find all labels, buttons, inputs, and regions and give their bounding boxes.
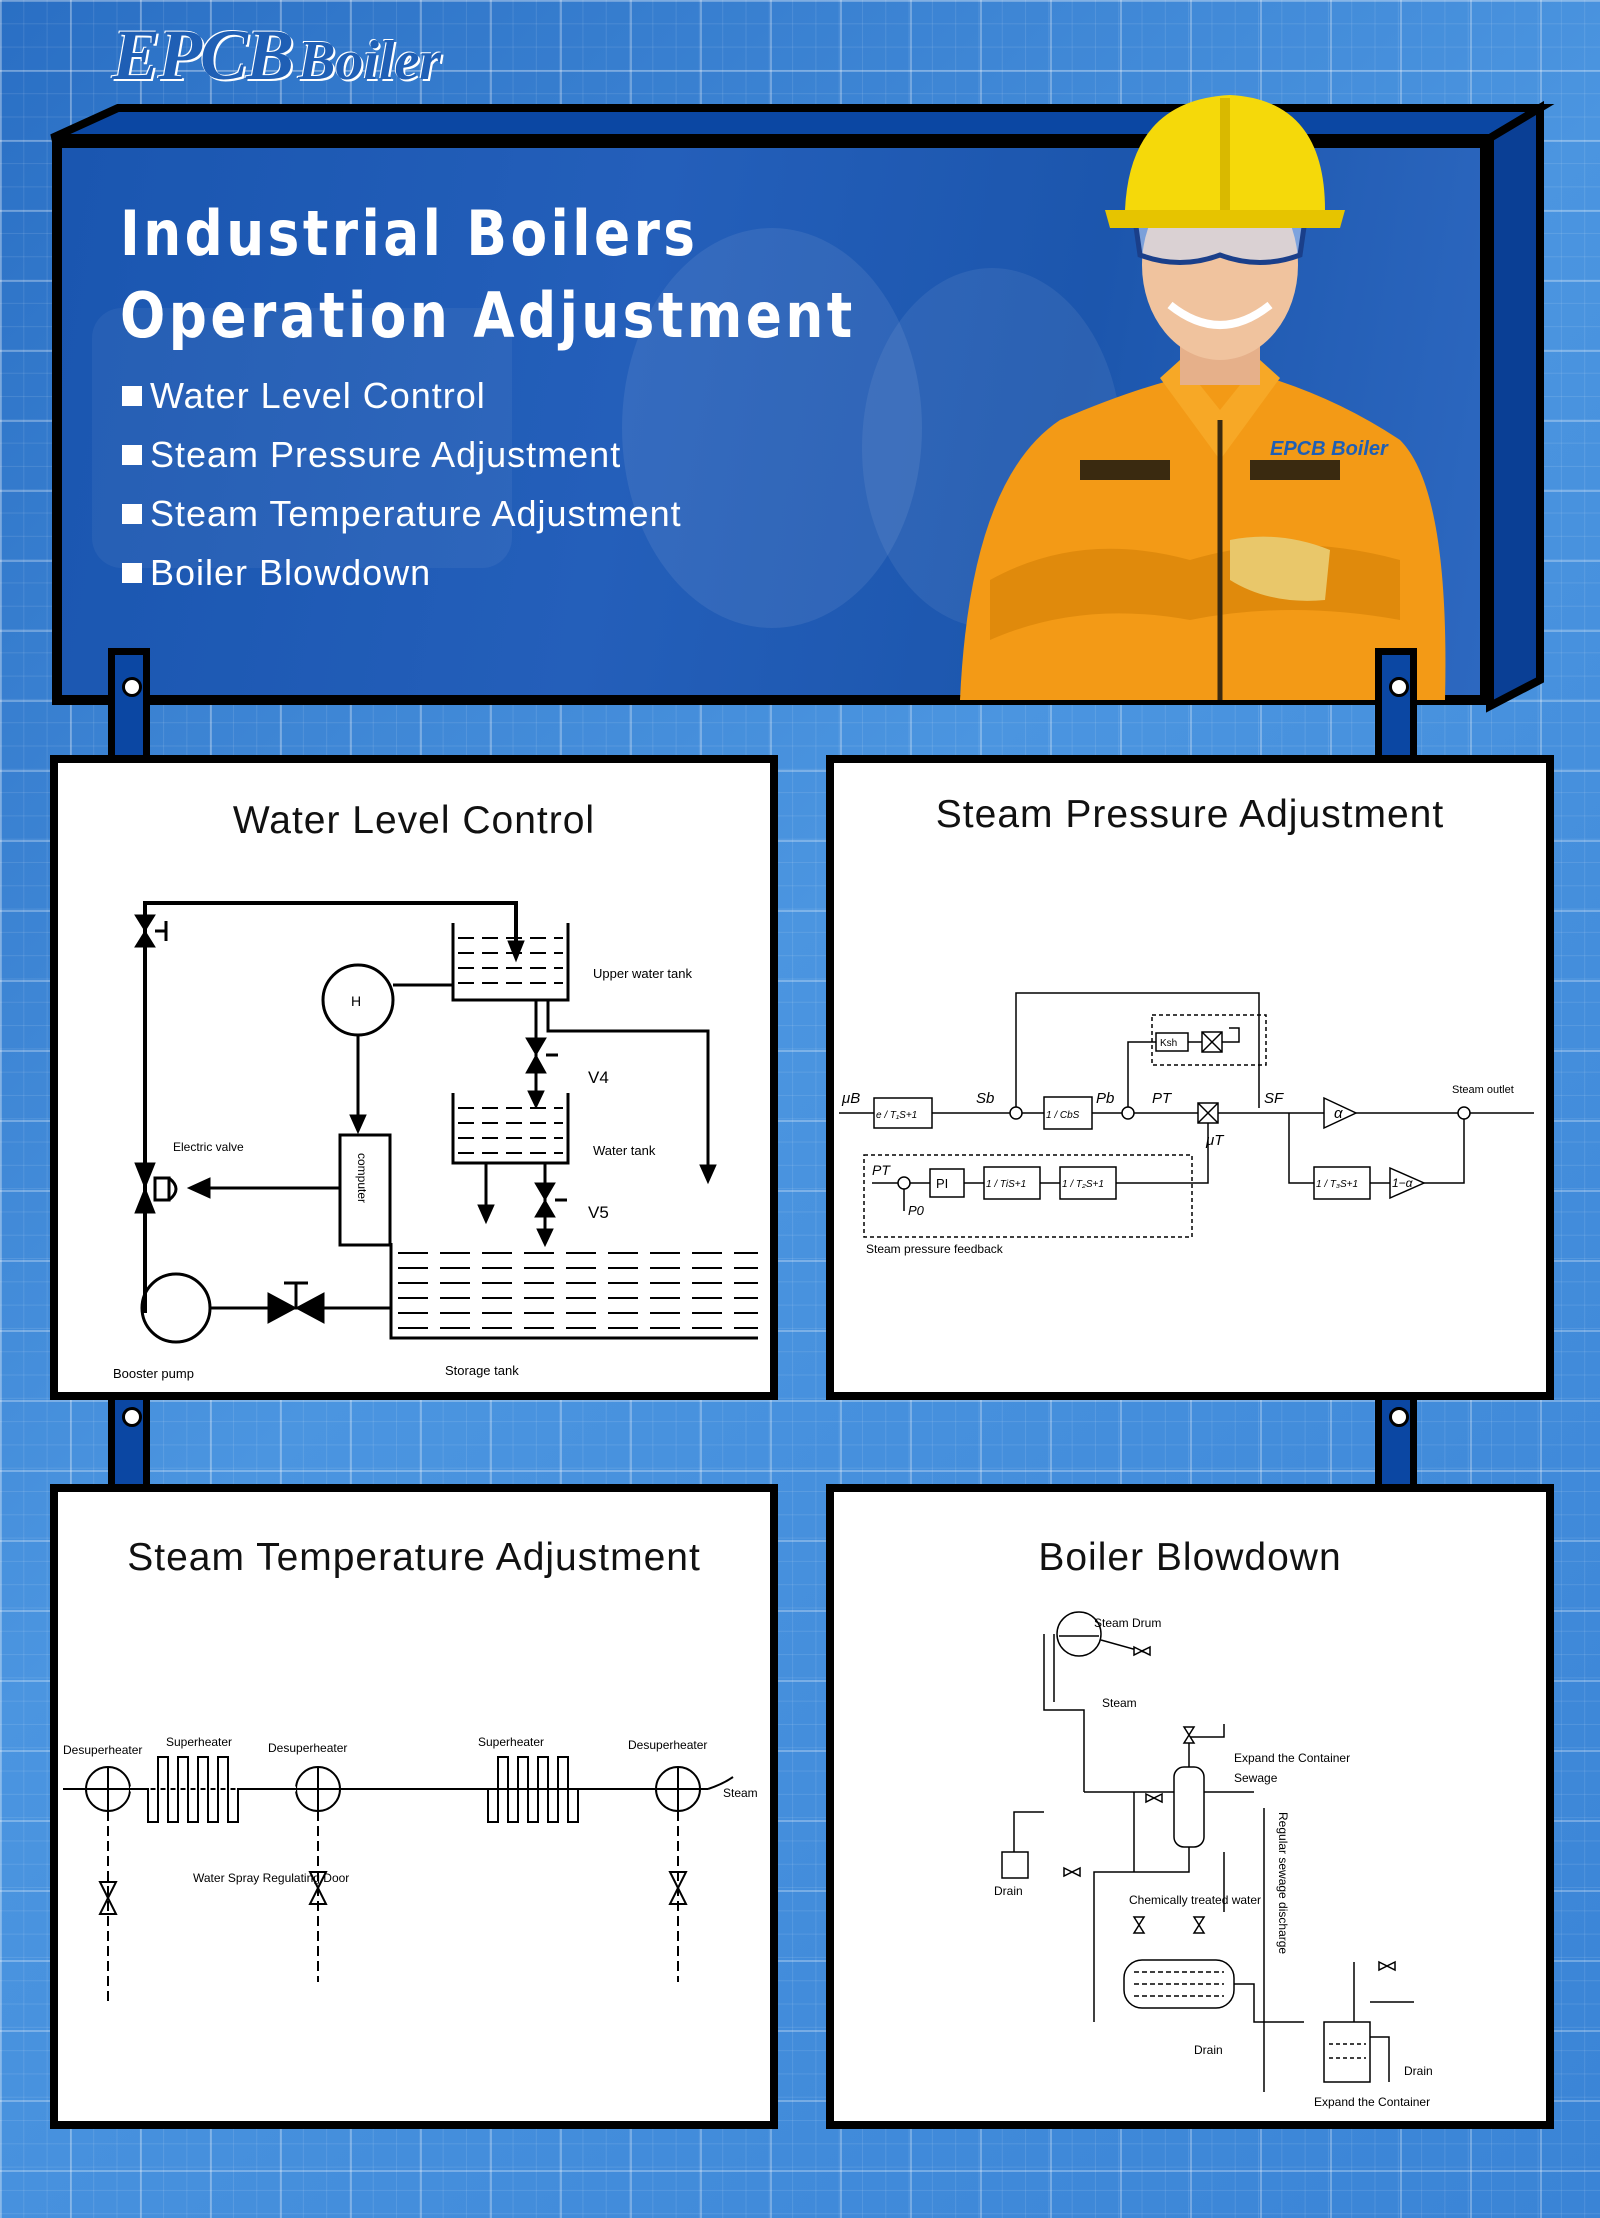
tf-label: 1 / TiS+1 (986, 1179, 1026, 1190)
label-v5: V5 (588, 1203, 609, 1222)
banner-topic-item: Steam Temperature Adjustment (122, 484, 682, 543)
label-mu-t: μT (1205, 1132, 1225, 1149)
label-alpha: α (1334, 1105, 1343, 1122)
tf-label: 1 / CbS (1046, 1110, 1080, 1121)
bolt-hole (122, 1407, 142, 1427)
label-p0: P0 (908, 1203, 925, 1218)
label-steam-outlet: Steam outlet (1452, 1084, 1514, 1096)
label-upper-tank: Upper water tank (593, 966, 692, 981)
boiler-bg-shape (622, 228, 922, 628)
label-computer: computer (355, 1153, 369, 1203)
panel-title: Boiler Blowdown (1038, 1536, 1342, 1579)
label-feedback: Steam pressure feedback (866, 1242, 1004, 1256)
label-drain: Drain (994, 1884, 1023, 1898)
uniform-logo-text: EPCB Boiler (1270, 438, 1389, 460)
label-electric-valve: Electric valve (173, 1140, 244, 1154)
label-desuperheater: Desuperheater (63, 1743, 142, 1757)
steam-pressure-diagram: μB e / T₁S+1 Sb 1 / CbS Pb PT μT SF Ksh … (839, 992, 1534, 1256)
label-pb: Pb (1096, 1090, 1114, 1107)
bullet-square-icon (122, 503, 142, 524)
label-storage-tank: Storage tank (445, 1363, 519, 1378)
brand-logo: EPCB Boiler (112, 14, 442, 95)
label-pt-feedback: PT (872, 1162, 891, 1178)
label-steam: Steam (723, 1786, 758, 1800)
label-v4: V4 (588, 1068, 609, 1087)
label-one-minus-alpha: 1−α (1392, 1176, 1414, 1190)
boiler-bg-shape (92, 308, 512, 568)
panel-title: Steam Temperature Adjustment (127, 1536, 701, 1579)
bullet-square-icon (122, 562, 142, 583)
bolt-hole (1389, 677, 1409, 697)
support-post (108, 648, 150, 763)
banner-topic-item: Steam Pressure Adjustment (122, 425, 682, 484)
panel-water-level-control: Water Level Control Upper water tank H c… (50, 755, 778, 1400)
bolt-hole (122, 677, 142, 697)
banner-topic-list: Water Level Control Steam Pressure Adjus… (122, 366, 682, 602)
label-drain: Drain (1404, 2064, 1433, 2078)
label-booster-pump: Booster pump (113, 1366, 194, 1381)
tf-label: 1 / T₂S+1 (1062, 1179, 1104, 1190)
label-mu-b: μB (841, 1090, 860, 1107)
label-water-tank: Water tank (593, 1143, 656, 1158)
label-steam: Steam (1102, 1696, 1137, 1710)
tf-label: e / T₁S+1 (876, 1110, 917, 1121)
water-level-diagram: Upper water tank H computer Electric val… (113, 901, 758, 1381)
label-sf: SF (1264, 1090, 1284, 1107)
label-pt: PT (1152, 1090, 1173, 1107)
logo-epcb: EPCB (112, 15, 294, 95)
bullet-square-icon (122, 385, 142, 406)
label-ksh: Ksh (1160, 1038, 1177, 1049)
bullet-square-icon (122, 444, 142, 465)
label-steam-drum: Steam Drum (1094, 1616, 1161, 1630)
label-h: H (351, 993, 361, 1009)
label-sb: Sb (976, 1090, 994, 1107)
tf-label: 1 / T₃S+1 (1316, 1179, 1358, 1190)
label-regular-discharge: Regular sewage discharge (1276, 1812, 1290, 1954)
support-post (1375, 648, 1417, 763)
label-drain: Drain (1194, 2043, 1223, 2057)
label-expand-container: Expand the Container (1314, 2095, 1430, 2109)
panel-title: Steam Pressure Adjustment (935, 793, 1445, 836)
banner-topic-item: Water Level Control (122, 366, 682, 425)
panel-title: Water Level Control (232, 799, 596, 842)
label-expand-container: Expand the Container (1234, 1751, 1350, 1765)
label-chem-water: Chemically treated water (1129, 1893, 1261, 1907)
label-superheater: Superheater (478, 1735, 544, 1749)
label-water-spray: Water Spray Regulating Door (193, 1871, 349, 1885)
panel-boiler-blowdown: Boiler Blowdown (826, 1484, 1554, 2129)
panel-steam-pressure-adjustment: Steam Pressure Adjustment μB e / T₁S+1 S… (826, 755, 1554, 1400)
label-sewage: Sewage (1234, 1771, 1278, 1785)
logo-boiler: Boiler (298, 30, 442, 92)
banner-topic-item: Boiler Blowdown (122, 543, 682, 602)
worker-illustration: EPCB Boiler (960, 95, 1446, 700)
label-desuperheater: Desuperheater (628, 1738, 707, 1752)
label-pi: PI (936, 1176, 948, 1191)
panel-steam-temperature-adjustment: Steam Temperature Adjustment Desuperheat… (50, 1484, 778, 2129)
blowdown-diagram: Steam Drum Steam Expand the Container Se… (994, 1611, 1433, 2109)
label-desuperheater: Desuperheater (268, 1741, 347, 1755)
label-superheater: Superheater (166, 1735, 232, 1749)
steam-temperature-diagram: Desuperheater Superheater Desuperheater … (63, 1735, 758, 2002)
banner-title: Industrial Boilers Operation Adjustment (120, 197, 856, 352)
bolt-hole (1389, 1407, 1409, 1427)
